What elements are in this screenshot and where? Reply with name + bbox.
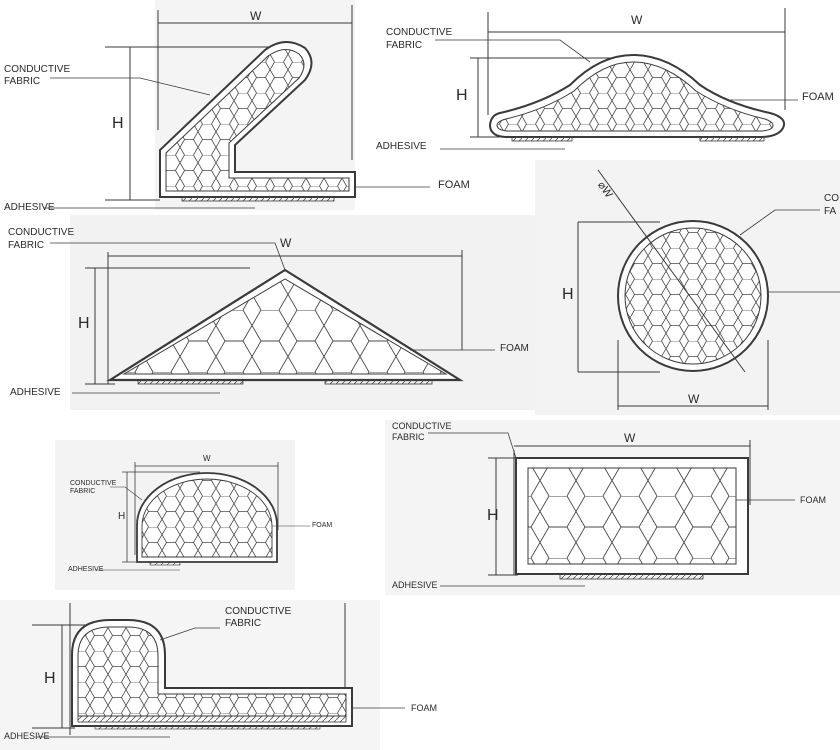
- conductive-label-7: CONDUCTIVE: [225, 606, 292, 617]
- fabric-label-1: FABRIC: [4, 76, 41, 87]
- conductive-label-6: CONDUCTIVE: [392, 421, 452, 431]
- conductive-label-1: CONDUCTIVE: [4, 64, 71, 75]
- profile-l-shape: [44, 5, 430, 209]
- foam-label-2: FOAM: [802, 91, 834, 103]
- foam-label-1: FOAM: [438, 179, 470, 191]
- h-dimension-5: H: [118, 511, 126, 522]
- foam-label-5: FOAM: [312, 522, 333, 529]
- adhesive-label-2: ADHESIVE: [376, 141, 427, 152]
- fabric-label-4-clipped: FA: [824, 206, 837, 217]
- profile-circle: [577, 169, 840, 410]
- w-dimension-6: W: [624, 431, 636, 445]
- w-dimension-4: W: [688, 392, 700, 406]
- w-dimension-5: W: [203, 454, 211, 463]
- conductive-label-4-clipped: CO: [824, 193, 839, 204]
- h-dimension-3: H: [78, 315, 90, 332]
- h-dimension-4: H: [562, 286, 574, 303]
- conductive-label-5: CONDUCTIVE: [70, 480, 117, 487]
- fabric-label-5: FABRIC: [70, 488, 96, 495]
- conductive-label-3: CONDUCTIVE: [8, 227, 75, 238]
- h-dimension-1: H: [112, 115, 124, 132]
- adhesive-label-6: ADHESIVE: [392, 580, 438, 590]
- foam-label-7: FOAM: [411, 703, 437, 713]
- h-dimension-6: H: [487, 507, 499, 524]
- fabric-label-6: FABRIC: [392, 432, 425, 442]
- foam-label-6: FOAM: [800, 495, 826, 505]
- w-dimension-3: W: [280, 236, 292, 250]
- profile-d-shape: [95, 462, 310, 571]
- foam-label-3: FOAM: [500, 343, 529, 354]
- h-dimension-2: H: [456, 87, 468, 104]
- fabric-label-7: FABRIC: [225, 618, 262, 629]
- profile-p-shape: [32, 603, 405, 738]
- fabric-label-2: FABRIC: [386, 40, 423, 51]
- profile-rectangle: [428, 432, 795, 587]
- profile-hump: [435, 8, 798, 150]
- conductive-label-2: CONDUCTIVE: [386, 27, 453, 38]
- adhesive-label-7: ADHESIVE: [4, 731, 50, 741]
- adhesive-label-3: ADHESIVE: [10, 387, 61, 398]
- profile-triangle: [50, 242, 495, 394]
- w-dimension-1: W: [250, 9, 262, 23]
- fabric-label-3: FABRIC: [8, 240, 45, 251]
- w-dimension-2: W: [631, 13, 643, 27]
- adhesive-label-5: ADHESIVE: [68, 566, 104, 573]
- adhesive-label-1: ADHESIVE: [4, 202, 55, 213]
- h-dimension-7: H: [44, 670, 56, 687]
